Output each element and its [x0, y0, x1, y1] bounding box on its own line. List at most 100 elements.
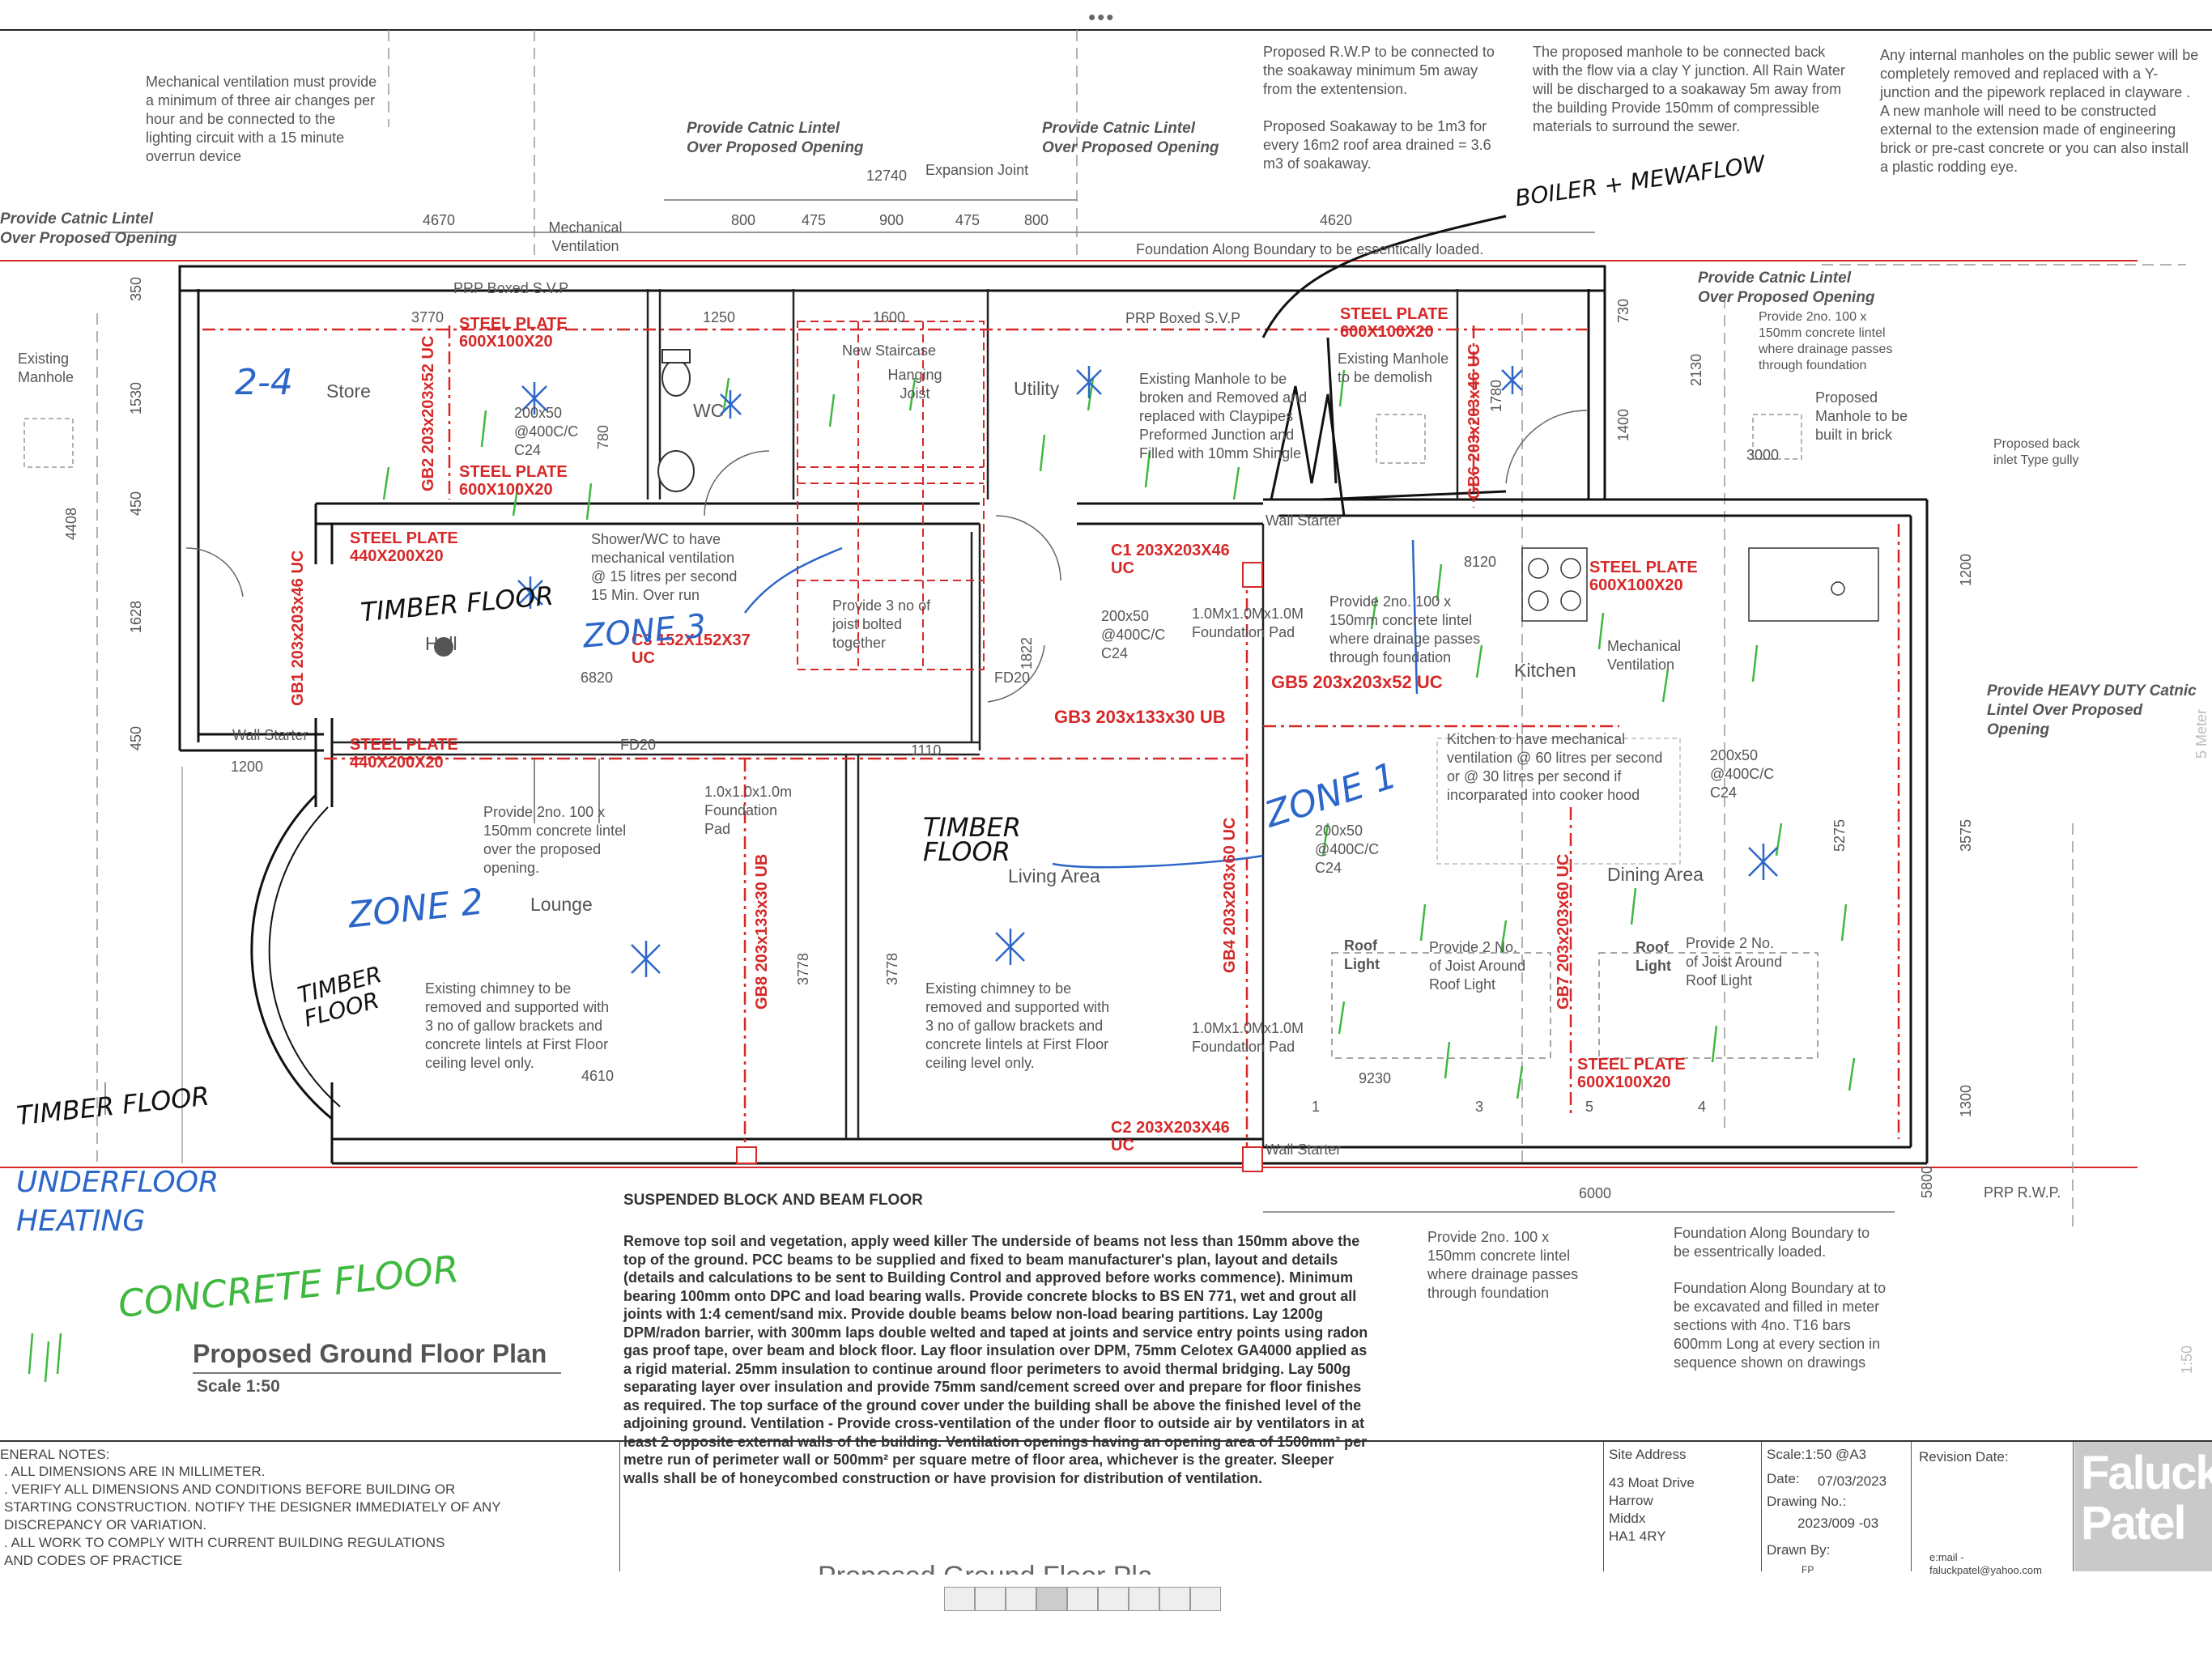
general-notes-l4: DISCREPANCY OR VARIATION.: [4, 1517, 207, 1533]
title-block-divider-2: [1603, 1442, 1604, 1571]
note-prp-svp-1: PRP Boxed S.V.P: [453, 280, 569, 296]
beam-gb5: GB5 203x203x52 UC: [1271, 672, 1443, 692]
note-roof-light-2: Provide 2 No. of Joist Around Roof Light: [1686, 935, 1783, 988]
steel-plate-4: STEEL PLATE 440X200X20: [350, 736, 458, 772]
steel-plate-3: STEEL PLATE 440X200X20: [350, 529, 458, 565]
dim-3778a: 3778: [795, 952, 811, 985]
note-found-pad-2: 1.0x1.0x1.0m Foundation Pad: [704, 784, 793, 837]
site-address-3: Middx: [1609, 1511, 1646, 1526]
room-utility: Utility: [1014, 378, 1060, 399]
dim-1250: 1250: [703, 309, 736, 325]
page-thumb-8[interactable]: [1159, 1587, 1190, 1611]
dim-1530: 1530: [128, 381, 144, 414]
grid-3: 3: [1475, 1099, 1484, 1115]
note-manhole-connect: The proposed manhole to be connected bac…: [1533, 44, 1845, 134]
dim-1822: 1822: [1019, 636, 1035, 670]
revision-date-label: Revision Date:: [1919, 1449, 2009, 1465]
dim-800b: 800: [1024, 212, 1049, 228]
beam-gb8: GB8 203x133x30 UB: [753, 853, 771, 1010]
title-block-divider-1: [619, 1442, 620, 1571]
column-c2: C2 203X203X46 UC: [1111, 1119, 1230, 1154]
title-block-divider-3: [1761, 1442, 1762, 1571]
beam-gb2: GB2 203x203x52 UC: [419, 335, 437, 491]
column-c1: C1 203X203X46 UC: [1111, 542, 1230, 577]
note-expansion-joint: Expansion Joint: [925, 162, 1029, 178]
note-catnic-1: Provide Catnic Lintel Over Proposed Open…: [687, 120, 864, 156]
email-label: e:mail -: [1929, 1551, 1964, 1563]
dim-1628: 1628: [128, 600, 144, 633]
underfloor-heating-markers: [517, 366, 1778, 977]
note-roof-light-1: Provide 2 No. of Joist Around Roof Light: [1429, 939, 1526, 993]
note-found-pad-1: 1.0Mx1.0Mx1.0M Foundation Pad: [1192, 606, 1304, 640]
page-thumb-9[interactable]: [1190, 1587, 1221, 1611]
dim-450a: 450: [128, 491, 144, 516]
page-thumb-6[interactable]: [1098, 1587, 1129, 1611]
floor-spec-body: Remove top soil and vegetation, apply we…: [623, 1232, 1368, 1487]
dim-5275: 5275: [1831, 818, 1848, 852]
handwriting-underfloor: UNDERFLOOR HEATING: [16, 1166, 219, 1238]
beam-gb6: GB6 203x203x46 UC: [1465, 343, 1483, 500]
door-fd20a: FD20: [620, 737, 657, 753]
note-proposed-manhole: Proposed Manhole to be built in brick: [1815, 389, 1908, 443]
note-rwp: Proposed R.W.P to be connected to the so…: [1263, 44, 1495, 97]
bay-window: [250, 793, 333, 1120]
plan-title: Proposed Ground Floor Plan: [193, 1339, 547, 1368]
room-dining: Dining Area: [1607, 864, 1704, 885]
dim-3575: 3575: [1958, 818, 1974, 852]
note-joist-bolted: Provide 3 no of joist bolted together: [832, 597, 931, 651]
dim-730: 730: [1615, 298, 1631, 323]
dim-5800: 5800: [1919, 1165, 1935, 1198]
dim-3770: 3770: [411, 309, 445, 325]
kitchen-hob: [1521, 547, 1879, 622]
note-manhole-demolish: Existing Manhole to be demolish: [1338, 351, 1449, 385]
site-address-2: Harrow: [1609, 1493, 1653, 1508]
note-concrete-lintel-bottom: Provide 2no. 100 x 150mm concrete lintel…: [1427, 1229, 1579, 1301]
door-swings: [185, 410, 1588, 823]
page-thumb-3[interactable]: [1006, 1587, 1036, 1611]
dim-780: 780: [595, 424, 611, 449]
room-living: Living Area: [1008, 865, 1100, 886]
door-fd20b: FD20: [994, 670, 1031, 686]
general-notes-heading: ENERAL NOTES:: [0, 1447, 110, 1462]
wall-starter-2: Wall Starter: [232, 727, 308, 743]
beam-gb7: GB7 203x203x60 UC: [1555, 853, 1572, 1010]
dim-12740: 12740: [866, 168, 908, 184]
page-thumb-4[interactable]: [1036, 1587, 1067, 1611]
dim-1200r: 1200: [1958, 553, 1974, 586]
note-kitchen-vent: Kitchen to have mechanical ventilation @…: [1447, 731, 1663, 803]
page-thumb-7[interactable]: [1129, 1587, 1159, 1611]
general-notes-l5: . ALL WORK TO COMPLY WITH CURRENT BUILDI…: [4, 1535, 445, 1550]
more-options-icon[interactable]: •••: [1088, 5, 1116, 29]
page-thumb-5[interactable]: [1067, 1587, 1098, 1611]
handwritten-green-strokes: [28, 369, 1856, 1383]
dim-4610: 4610: [581, 1068, 615, 1084]
note-mech-vent: Mechanical ventilation must provide a mi…: [146, 74, 377, 164]
dim-1400: 1400: [1615, 408, 1631, 441]
site-address-label: Site Address: [1609, 1447, 1687, 1462]
wc-fixtures: [657, 349, 695, 492]
floor-spec-vent-heading: Ventilation: [751, 1415, 825, 1431]
note-chimney-2: Existing chimney to be removed and suppo…: [925, 980, 1110, 1071]
beam-gb3: GB3 203x133x30 UB: [1054, 707, 1226, 727]
handwritten-black-strokes: [1261, 215, 1507, 517]
dim-4408: 4408: [63, 507, 79, 540]
room-kitchen: Kitchen: [1514, 660, 1576, 681]
note-mech-vent-label: Mechanical Ventilation: [548, 219, 623, 254]
title-block: ENERAL NOTES: . ALL DIMENSIONS ARE IN MI…: [0, 1440, 2212, 1576]
company-logo-text: Faluck Patel: [2081, 1447, 2212, 1550]
page-thumb-1[interactable]: [944, 1587, 975, 1611]
note-soakaway: Proposed Soakaway to be 1m3 for every 16…: [1263, 118, 1491, 172]
note-heavy-duty: Provide HEAVY DUTY Catnic Lintel Over Pr…: [1987, 682, 2197, 738]
note-hanging-joist: Hanging Joist: [887, 367, 942, 402]
general-notes-l3: STARTING CONSTRUCTION. NOTIFY THE DESIGN…: [4, 1499, 501, 1515]
company-logo: Faluck Patel: [2074, 1442, 2212, 1571]
dim-450b: 450: [128, 725, 144, 750]
roof-lights: [1331, 952, 1819, 1059]
handwriting-2-4: 2-4: [235, 362, 293, 403]
page-thumb-2[interactable]: [975, 1587, 1006, 1611]
room-hall: Hall: [425, 633, 457, 654]
room-store: Store: [326, 380, 371, 402]
email-value: faluckpatel@yahoo.com: [1929, 1564, 2042, 1576]
dim-3778b: 3778: [884, 952, 900, 985]
title-block-divider-4: [1911, 1442, 1912, 1571]
